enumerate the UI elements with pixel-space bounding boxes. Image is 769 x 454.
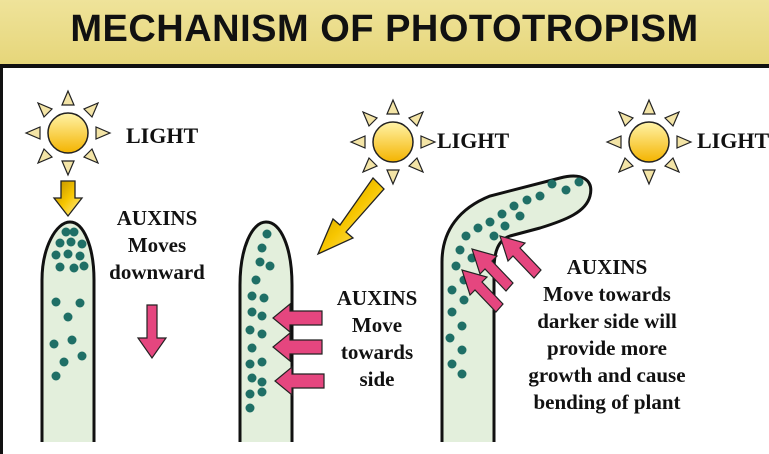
light-label-1: LIGHT [126, 122, 198, 149]
light-label-3: LIGHT [697, 127, 769, 154]
caption-2-line: AUXINS [322, 285, 432, 312]
sun-icon [26, 91, 110, 175]
light-label-2: LIGHT [437, 127, 509, 154]
caption-1-line: Moves [100, 232, 214, 259]
caption-3-line: darker side will [498, 308, 716, 335]
caption-2-line: Move [322, 312, 432, 339]
caption-2-line: towards [322, 339, 432, 366]
caption-2-line: side [322, 366, 432, 393]
caption-3-line: Move towards [498, 281, 716, 308]
caption-3-line: growth and cause [498, 362, 716, 389]
caption-3-line: provide more [498, 335, 716, 362]
caption-1-line: downward [100, 259, 214, 286]
caption-2: AUXINS Move towards side [322, 285, 432, 393]
sun-icon [607, 100, 691, 184]
sun-icon [351, 100, 435, 184]
light-arrow-icon [318, 178, 384, 254]
caption-3: AUXINS Move towards darker side will pro… [498, 254, 716, 416]
caption-1: AUXINS Moves downward [100, 205, 214, 286]
light-arrow-icon [54, 181, 82, 216]
auxin-arrow-icon [273, 304, 324, 395]
caption-3-line: bending of plant [498, 389, 716, 416]
caption-1-line: AUXINS [100, 205, 214, 232]
caption-3-line: AUXINS [498, 254, 716, 281]
auxin-arrow-icon [138, 305, 166, 358]
